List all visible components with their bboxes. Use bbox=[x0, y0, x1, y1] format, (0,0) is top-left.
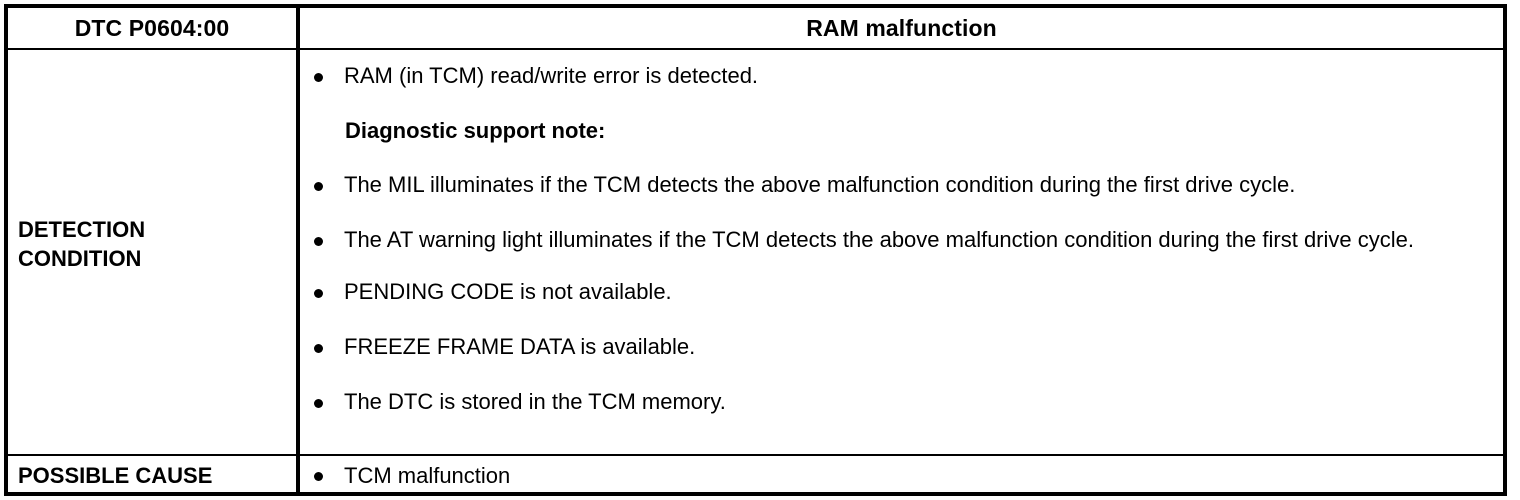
bullet-dot-icon bbox=[314, 471, 323, 481]
list-item: RAM (in TCM) read/write error is detecte… bbox=[300, 62, 1503, 91]
row-label-possible-cause: POSSIBLE CAUSE bbox=[8, 456, 300, 496]
table-header-row: DTC P0604:00 RAM malfunction bbox=[8, 8, 1503, 48]
list-item-text: PENDING CODE is not available. bbox=[344, 279, 672, 305]
detection-condition-label: DETECTION CONDITION bbox=[18, 215, 145, 273]
bullet-dot-icon bbox=[314, 289, 323, 299]
possible-cause-list: TCM malfunction bbox=[300, 462, 1503, 491]
list-item: The MIL illuminates if the TCM detects t… bbox=[300, 171, 1503, 200]
list-item-text: The AT warning light illuminates if the … bbox=[344, 226, 1414, 252]
row-value-detection-condition: RAM (in TCM) read/write error is detecte… bbox=[300, 50, 1503, 454]
table-row: DETECTION CONDITION RAM (in TCM) read/wr… bbox=[8, 48, 1503, 454]
list-item: TCM malfunction bbox=[300, 462, 1503, 491]
list-item-text: FREEZE FRAME DATA is available. bbox=[344, 333, 696, 359]
detection-condition-list: RAM (in TCM) read/write error is detecte… bbox=[300, 50, 1503, 416]
bullet-dot-icon bbox=[314, 182, 323, 192]
list-item: The DTC is stored in the TCM memory. bbox=[300, 388, 1503, 417]
note-text: Diagnostic support note: bbox=[345, 117, 606, 143]
detection-condition-label-line2: CONDITION bbox=[18, 246, 142, 271]
list-item-text: RAM (in TCM) read/write error is detecte… bbox=[344, 63, 759, 88]
list-item: FREEZE FRAME DATA is available. bbox=[300, 333, 1503, 362]
list-item: PENDING CODE is not available. bbox=[300, 278, 1503, 307]
dtc-title: RAM malfunction bbox=[806, 14, 997, 41]
dtc-diagnostic-table: DTC P0604:00 RAM malfunction DETECTION C… bbox=[4, 4, 1507, 496]
row-value-possible-cause: TCM malfunction bbox=[300, 456, 1503, 496]
bullet-dot-icon bbox=[314, 398, 323, 408]
header-cell-title: RAM malfunction bbox=[300, 8, 1503, 48]
diagnostic-support-note-heading: Diagnostic support note: bbox=[300, 117, 1503, 146]
list-item-text: TCM malfunction bbox=[344, 462, 511, 488]
row-label-detection-condition: DETECTION CONDITION bbox=[8, 50, 300, 454]
list-item-text: The MIL illuminates if the TCM detects t… bbox=[344, 172, 1296, 198]
bullet-dot-icon bbox=[314, 343, 323, 353]
bullet-dot-icon bbox=[314, 236, 323, 246]
possible-cause-label: POSSIBLE CAUSE bbox=[18, 463, 213, 489]
detection-condition-label-line1: DETECTION bbox=[18, 216, 146, 242]
bullet-dot-icon bbox=[314, 73, 323, 82]
table-row: POSSIBLE CAUSE TCM malfunction bbox=[8, 454, 1503, 496]
list-item-text: The DTC is stored in the TCM memory. bbox=[344, 388, 726, 414]
dtc-code-label: DTC P0604:00 bbox=[74, 14, 230, 41]
list-item: The AT warning light illuminates if the … bbox=[300, 226, 1503, 255]
header-cell-dtc-code: DTC P0604:00 bbox=[8, 8, 300, 48]
